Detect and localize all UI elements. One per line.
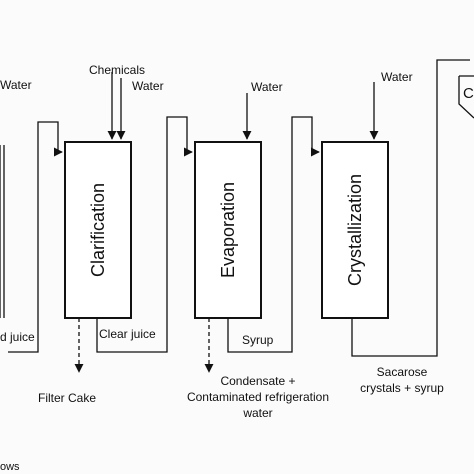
juice-flow-line bbox=[8, 121, 63, 353]
right-edge-fragment: C bbox=[463, 85, 474, 102]
filter-cake-label: Filter Cake bbox=[38, 391, 96, 405]
syrup-label: Syrup bbox=[242, 333, 274, 347]
clarification-unit: Clarification bbox=[64, 141, 132, 319]
crystallization-unit: Crystallization bbox=[321, 141, 389, 319]
right-unit-edge bbox=[458, 75, 474, 119]
sacarose-label-line2: crystals + syrup bbox=[360, 381, 444, 395]
water-left-label: Water bbox=[0, 78, 32, 92]
condensate-label-line3: water bbox=[242, 406, 272, 420]
chemicals-label: Chemicals bbox=[89, 63, 145, 77]
condensate-label-line2: Contaminated refrigeration bbox=[187, 390, 329, 404]
clarification-label: Clarification bbox=[88, 183, 108, 277]
condensate-label-line1: Condensate + bbox=[220, 374, 295, 388]
sacarose-label-line1: Sacarose bbox=[377, 365, 428, 379]
evaporation-label: Evaporation bbox=[218, 182, 238, 278]
water-evaporation-label: Water bbox=[251, 80, 283, 94]
water-clarification-label: Water bbox=[132, 79, 164, 93]
water-crystallization-label: Water bbox=[381, 70, 413, 84]
crystallization-label: Crystallization bbox=[345, 174, 365, 286]
clear-juice-flow-line bbox=[96, 116, 193, 353]
sacarose-flow-line bbox=[351, 59, 470, 357]
evaporation-unit: Evaporation bbox=[194, 141, 262, 319]
bottom-left-fragment: ows bbox=[0, 461, 20, 473]
clear-juice-label: Clear juice bbox=[99, 327, 156, 341]
syrup-flow-line bbox=[227, 116, 320, 353]
juice-left-label: d juice bbox=[0, 330, 35, 344]
